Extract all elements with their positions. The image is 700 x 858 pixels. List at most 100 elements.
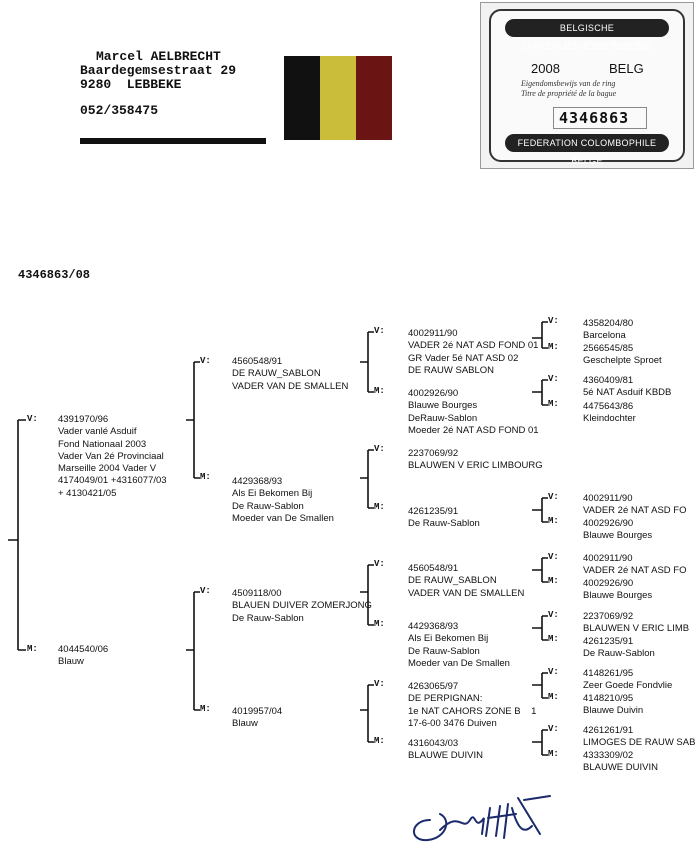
pedigree-line: 4002911/90 — [583, 553, 633, 564]
pedigree-line: De Rauw-Sablon — [232, 500, 304, 512]
pedigree-line: 2566545/85 — [583, 343, 634, 354]
pedigree-line: BLAUWE DUIVIN — [408, 750, 483, 762]
pedigree-line: Zeer Goede Fondvlie — [583, 680, 673, 692]
owner-name: Marcel AELBRECHT — [96, 49, 221, 64]
label-g14: M: — [548, 749, 559, 759]
pedigree-line: 4429368/93 — [408, 621, 459, 632]
pedigree-line: 4358204/80 — [583, 318, 634, 329]
handwritten-signature — [413, 795, 551, 842]
pedigree-line: De Rauw-Sablon — [232, 612, 304, 624]
pedigree-line: 4261235/91 — [583, 636, 634, 647]
label-dss: V: — [374, 559, 385, 569]
pedigree-line: 4261261/91 — [583, 725, 634, 736]
label-dsd: M: — [374, 619, 385, 629]
pedigree-line: 4560548/91 — [232, 356, 283, 367]
label-ssd: M: — [374, 386, 385, 396]
pedigree-line: Moeder van De Smallen — [408, 657, 510, 669]
pedigree-line: + 4130421/05 — [58, 487, 117, 499]
label-g1: V: — [548, 316, 559, 326]
pedigree-line: Moeder 2é NAT ASD FOND 01 — [408, 424, 539, 436]
pedigree-line: Fond Nationaal 2003 — [58, 438, 147, 450]
pedigree-line: Moeder van De Smallen — [232, 512, 334, 524]
pedigree-line: DE RAUW_SABLON — [232, 368, 321, 380]
label-dds: V: — [374, 679, 385, 689]
card-top-band: BELGISCHE DUIVENLIEFHEBBERSBOND — [505, 19, 669, 51]
pedigree-line: Geschelpte Sproet — [583, 355, 662, 367]
label-sd: M: — [200, 472, 211, 482]
pedigree-line: 4391970/96 — [58, 414, 109, 425]
card-bottom-band: FEDERATION COLOMBOPHILE BELGE — [505, 134, 669, 166]
card-line1: Eigendomsbewijs van de ring — [521, 79, 616, 88]
pedigree-line: 1e NAT CAHORS ZONE B 1 — [408, 705, 537, 717]
pedigree-line: Blauwe Bourges — [408, 400, 478, 412]
flag-stripe-black — [284, 56, 320, 140]
label-g6: M: — [548, 516, 559, 526]
pedigree-line: VADER 2é NAT ASD FO — [583, 565, 687, 577]
owner-city: 9280 LEBBEKE — [80, 77, 182, 92]
label-sdd: M: — [374, 502, 385, 512]
pedigree-line: Blauwe Duivin — [583, 705, 644, 717]
pedigree-line: 4261235/91 — [408, 506, 459, 517]
label-g2: M: — [548, 342, 559, 352]
pedigree-line: 4475643/86 — [583, 401, 634, 412]
pedigree-line: 2237069/92 — [583, 611, 634, 622]
pedigree-line: Blauw — [232, 718, 258, 730]
pedigree-line: 2237069/92 — [408, 448, 459, 459]
pedigree-line: VADER VAN DE SMALLEN — [408, 587, 525, 599]
pedigree-line: DE RAUW_SABLON — [408, 575, 497, 587]
pedigree-line: DE RAUW SABLON — [408, 364, 495, 376]
owner-street: Baardegemsestraat 29 — [80, 63, 237, 78]
ownership-certificate: BELGISCHE DUIVENLIEFHEBBERSBOND 2008 BEL… — [480, 2, 694, 169]
pedigree-line: 4174049/01 +4316077/03 — [58, 475, 167, 487]
pedigree-line: Vader vanlé Asduif — [58, 426, 137, 438]
belgian-flag — [284, 56, 392, 140]
label-g13: V: — [548, 724, 559, 734]
pedigree-line: 5é NAT Asduif KBDB — [583, 387, 672, 399]
card-line2: Titre de propriété de la bague — [521, 89, 617, 98]
card-year: 2008 — [531, 61, 560, 76]
label-g4: M: — [548, 399, 559, 409]
label-sire: V: — [27, 414, 38, 424]
pedigree-line: 4263065/97 — [408, 681, 459, 692]
flag-stripe-yellow — [320, 56, 356, 140]
label-g7: V: — [548, 552, 559, 562]
pedigree-line: 4429368/93 — [232, 476, 283, 487]
pedigree-line: GR Vader 5é NAT ASD 02 — [408, 352, 519, 364]
pedigree-line: Als Ei Bekomen Bij — [408, 633, 489, 645]
owner-phone: 052/358475 — [80, 103, 159, 118]
pedigree-line: Kleindochter — [583, 413, 636, 425]
pedigree-line: 4002926/90 — [408, 388, 459, 399]
pedigree-line: 4360409/81 — [583, 375, 634, 386]
pedigree-line: De Rauw-Sablon — [408, 518, 480, 530]
pedigree-line: 4002926/90 — [583, 518, 634, 529]
pedigree-line: VADER VAN DE SMALLEN — [232, 380, 349, 392]
pedigree-line: 4002911/90 — [408, 328, 458, 339]
label-g12: M: — [548, 692, 559, 702]
pedigree-line: BLAUWE DUIVIN — [583, 762, 658, 774]
flag-stripe-red — [356, 56, 392, 140]
label-ddd: M: — [374, 736, 385, 746]
pedigree-line: De Rauw-Sablon — [583, 648, 655, 660]
pedigree-line: BLAUWEN V ERIC LIMB — [583, 623, 690, 635]
label-g11: V: — [548, 667, 559, 677]
card-ring-number: 4346863 — [559, 109, 630, 127]
